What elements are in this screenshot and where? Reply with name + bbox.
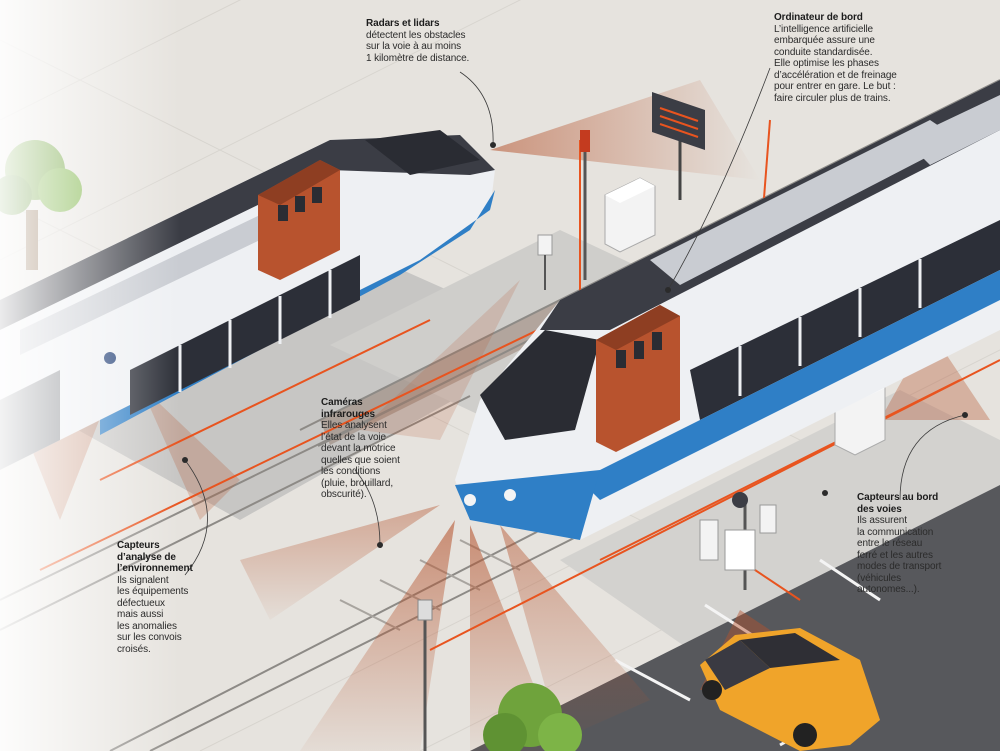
- train-right: [455, 80, 1000, 540]
- leader-lines: [184, 67, 966, 576]
- annotation-text: détectent les obstacles sur la voie à au…: [366, 29, 470, 64]
- equipment-cabinet-icon: [604, 177, 656, 253]
- annotation-radars: Radars et lidars détectent les obstacles…: [366, 18, 506, 64]
- trackside-sensor-icon: [699, 492, 777, 590]
- annotation-text: Ils assurent la communication entre le r…: [857, 515, 942, 595]
- annotation-cameras: Caméras infrarouges Elles analysent l’ét…: [321, 397, 431, 501]
- car-icon: [700, 628, 880, 751]
- left-fade-overlay: [0, 0, 180, 751]
- onboard-computer-right: [596, 305, 680, 452]
- annotation-text: Elles analysent l’état de la voie devant…: [321, 420, 400, 500]
- onboard-computer-left: [258, 160, 340, 280]
- tree-icon: [483, 683, 582, 751]
- annotation-title: Caméras infrarouges: [321, 397, 375, 420]
- annotation-text: Ils signalent les équipements défectueux…: [117, 574, 189, 655]
- annotation-bord-voies: Capteurs au bord des voies Ils assurent …: [857, 492, 982, 596]
- annotation-title: Radars et lidars: [366, 18, 440, 29]
- annotation-title: Ordinateur de bord: [774, 12, 863, 23]
- railway-signal-icon: [580, 130, 590, 280]
- platform-right: [560, 390, 1000, 650]
- annotation-title: Capteurs au bord des voies: [857, 492, 939, 515]
- annotation-text: L’intelligence artificielle embarquée as…: [774, 23, 897, 104]
- trackside-sensor-icon: [537, 234, 553, 290]
- annotation-ordinateur: Ordinateur de bord L’intelligence artifi…: [774, 12, 934, 104]
- leader-dots: [182, 142, 968, 548]
- annotation-title: Capteurs d’analyse de l’environnement: [117, 540, 193, 574]
- display-board-icon: [652, 92, 705, 200]
- railway-signal-icon: [417, 599, 433, 751]
- annotation-environnement: Capteurs d’analyse de l’environnement Il…: [117, 540, 217, 655]
